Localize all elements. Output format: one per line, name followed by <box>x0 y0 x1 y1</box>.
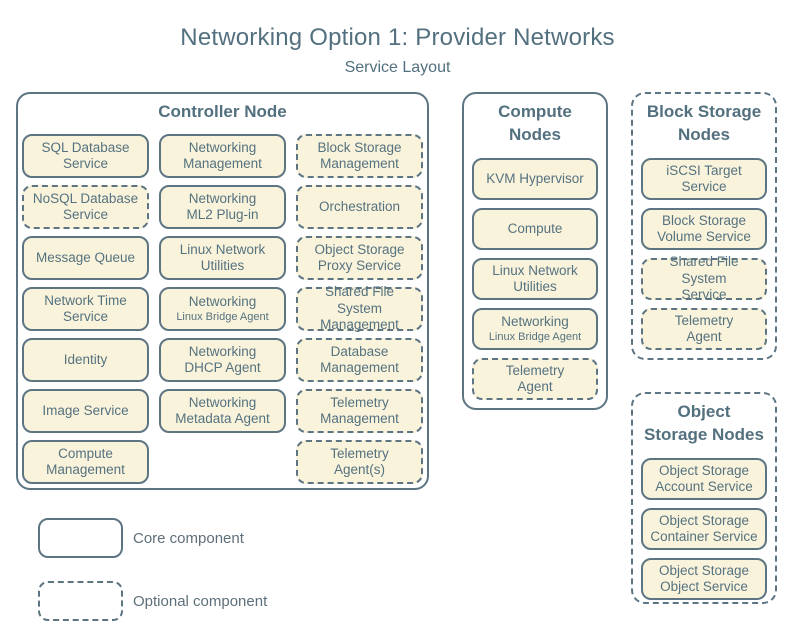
service-box-object-storage-proxy-service: Object Storage Proxy Service <box>296 236 423 280</box>
service-box-message-queue: Message Queue <box>22 236 149 280</box>
service-label: Shared File System Service <box>669 254 739 303</box>
service-grid: SQL Database Service Networking Managemen… <box>18 134 427 484</box>
service-label: Object Storage Account Service <box>655 462 753 494</box>
group-title-block-storage-nodes: Block Storage Nodes <box>646 102 762 144</box>
service-label: Block Storage Volume Service <box>657 212 751 244</box>
service-box-identity: Identity <box>22 338 149 382</box>
service-box-orchestration: Orchestration <box>296 185 423 229</box>
service-label: Telemetry Agent <box>674 312 734 344</box>
service-box-block-storage-management: Block Storage Management <box>296 134 423 178</box>
service-label: Networking ML2 Plug-in <box>186 190 259 222</box>
service-box-telemetry-agent-s: Telemetry Agent(s) <box>296 440 423 484</box>
service-label: Image Service <box>42 402 129 418</box>
service-box-telemetry-agent: Telemetry Agent <box>472 358 598 400</box>
service-sublabel: Linux Bridge Agent <box>488 330 582 343</box>
service-sublabel: Linux Bridge Agent <box>176 310 269 323</box>
service-box-compute: Compute <box>472 208 598 250</box>
diagram-title: Networking Option 1: Provider Networks <box>180 24 615 51</box>
service-box-networking-management: Networking Management <box>159 134 286 178</box>
service-label: Linux Network Utilities <box>492 262 578 294</box>
legend-swatch-core-component <box>38 518 123 558</box>
service-label: Network Time Service <box>44 292 127 324</box>
service-label: Networking DHCP Agent <box>184 343 261 375</box>
service-box-iscsi-target-service: iSCSI Target Service <box>641 158 767 200</box>
service-label: Object Storage Container Service <box>650 512 758 544</box>
service-box-sql-database-service: SQL Database Service <box>22 134 149 178</box>
service-box-network-time-service: Network Time Service <box>22 287 149 331</box>
diagram-subtitle: Service Layout <box>344 59 451 76</box>
service-box-nosql-database-service: NoSQL Database Service <box>22 185 149 229</box>
service-label: Orchestration <box>318 198 401 214</box>
service-label: iSCSI Target Service <box>666 162 742 194</box>
service-box-shared-file-system-service: Shared File System Service <box>641 254 767 302</box>
service-box-kvm-hypervisor: KVM Hypervisor <box>472 158 598 200</box>
service-box-object-storage-account-service: Object Storage Account Service <box>641 458 767 500</box>
service-box-compute-management: Compute Management <box>22 440 149 484</box>
service-label: Object Storage Object Service <box>658 562 750 594</box>
service-label: Database Management <box>320 343 399 375</box>
service-label: NoSQL Database Service <box>32 190 139 222</box>
service-box-telemetry-management: Telemetry Management <box>296 389 423 433</box>
service-label: Networking Metadata Agent <box>175 394 270 426</box>
service-box-telemetry-agent: Telemetry Agent <box>641 308 767 350</box>
service-box-linux-network-utilities: Linux Network Utilities <box>159 236 286 280</box>
service-label: Linux Network Utilities <box>179 241 266 273</box>
service-label: Networking Management <box>183 139 262 171</box>
group-object-storage-nodes: Object Storage Nodes Object Storage Acco… <box>631 392 777 604</box>
service-label: Telemetry Agent <box>505 362 565 394</box>
service-label: Shared File System Management <box>320 284 399 333</box>
group-block-storage-nodes: Block Storage Nodes iSCSI Target Service… <box>631 92 777 360</box>
service-label: Networking <box>501 314 569 330</box>
service-label: Telemetry Agent(s) <box>330 445 389 477</box>
service-box-networking-ml2-plug-in: Networking ML2 Plug-in <box>159 185 286 229</box>
service-box-block-storage-volume-service: Block Storage Volume Service <box>641 208 767 250</box>
service-label: Networking <box>188 294 257 310</box>
service-box-database-management: Database Management <box>296 338 423 382</box>
service-label: SQL Database Service <box>41 139 130 171</box>
service-box-shared-file-system-management: Shared File System Management <box>296 284 423 333</box>
service-label: Telemetry Management <box>320 394 399 426</box>
service-box-linux-network-utilities: Linux Network Utilities <box>472 258 598 300</box>
service-box-image-service: Image Service <box>22 389 149 433</box>
service-box-object-storage-object-service: Object Storage Object Service <box>641 558 767 600</box>
service-label: Block Storage Management <box>317 139 402 171</box>
service-label: Object Storage Proxy Service <box>314 241 405 273</box>
legend-label-core-component: Core component <box>133 529 244 547</box>
legend-swatch-optional-component <box>38 581 123 621</box>
group-title-object-storage-nodes: Object Storage Nodes <box>644 402 764 444</box>
service-label: KVM Hypervisor <box>486 170 584 186</box>
service-box-networking-metadata-agent: Networking Metadata Agent <box>159 389 286 433</box>
service-label: Compute <box>507 220 563 236</box>
service-label: Compute Management <box>46 445 125 477</box>
group-title-controller-node: Controller Node <box>158 102 287 121</box>
service-label: Message Queue <box>35 249 136 265</box>
service-box-object-storage-container-service: Object Storage Container Service <box>641 508 767 550</box>
service-box-networking-dhcp-agent: Networking DHCP Agent <box>159 338 286 382</box>
service-label: Identity <box>63 351 108 367</box>
legend-label-optional-component: Optional component <box>133 592 268 610</box>
group-title-compute-nodes: Compute Nodes <box>498 102 572 144</box>
